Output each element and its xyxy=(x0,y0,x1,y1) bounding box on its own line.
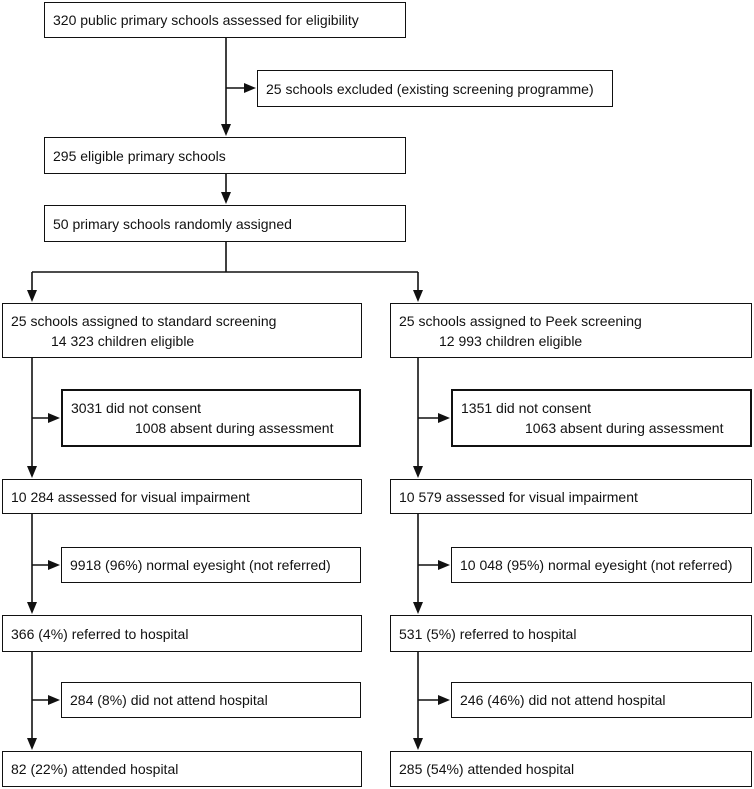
randomised-schools-box: 50 primary schools randomly assigned xyxy=(44,205,406,242)
standard-arm-attended-box: 82 (22%) attended hospital xyxy=(2,751,362,787)
peek-arm-assessed-box: 10 579 assessed for visual impairment xyxy=(390,479,752,514)
peek-arm-assessed-text: 10 579 assessed for visual impairment xyxy=(399,488,638,505)
standard-arm-exclusion-line1: 3031 did not consent xyxy=(71,400,201,416)
schools-excluded-text: 25 schools excluded (existing screening … xyxy=(266,80,594,97)
schools-excluded-box: 25 schools excluded (existing screening … xyxy=(257,70,613,107)
standard-arm-referred-text: 366 (4%) referred to hospital xyxy=(11,625,189,642)
peek-arm-assigned-box: 25 schools assigned to Peek screening 12… xyxy=(390,303,752,358)
standard-arm-assessed-box: 10 284 assessed for visual impairment xyxy=(2,479,362,514)
standard-arm-exclusion-line2: 1008 absent during assessment xyxy=(135,420,334,436)
peek-arm-normal-box: 10 048 (95%) normal eyesight (not referr… xyxy=(451,547,752,583)
standard-arm-assessed-text: 10 284 assessed for visual impairment xyxy=(11,488,250,505)
standard-arm-exclusion-box: 3031 did not consent 1008 absent during … xyxy=(61,389,361,447)
peek-arm-assigned-line2: 12 993 children eligible xyxy=(439,332,583,349)
peek-arm-not-attended-text: 246 (46%) did not attend hospital xyxy=(460,692,666,708)
standard-arm-normal-box: 9918 (96%) normal eyesight (not referred… xyxy=(61,547,361,583)
standard-arm-not-attended-text: 284 (8%) did not attend hospital xyxy=(70,692,268,708)
peek-arm-exclusion-box: 1351 did not consent 1063 absent during … xyxy=(451,389,752,447)
randomised-schools-text: 50 primary schools randomly assigned xyxy=(53,215,292,232)
eligible-schools-text: 295 eligible primary schools xyxy=(53,147,226,164)
peek-arm-exclusion-line1: 1351 did not consent xyxy=(461,400,591,416)
schools-assessed-box: 320 public primary schools assessed for … xyxy=(44,2,406,38)
peek-arm-attended-text: 285 (54%) attended hospital xyxy=(399,761,575,777)
peek-arm-referred-box: 531 (5%) referred to hospital xyxy=(390,615,752,652)
peek-arm-assigned-line1: 25 schools assigned to Peek screening xyxy=(399,312,642,329)
eligible-schools-box: 295 eligible primary schools xyxy=(44,137,406,174)
schools-assessed-text: 320 public primary schools assessed for … xyxy=(53,12,359,28)
standard-arm-assigned-line2: 14 323 children eligible xyxy=(51,332,195,349)
peek-arm-referred-text: 531 (5%) referred to hospital xyxy=(399,625,577,642)
standard-arm-attended-text: 82 (22%) attended hospital xyxy=(11,761,179,777)
standard-arm-not-attended-box: 284 (8%) did not attend hospital xyxy=(61,682,361,718)
peek-arm-normal-text: 10 048 (95%) normal eyesight (not referr… xyxy=(460,557,733,573)
standard-arm-assigned-line1: 25 schools assigned to standard screenin… xyxy=(11,312,277,329)
peek-arm-exclusion-line2: 1063 absent during assessment xyxy=(525,420,724,436)
peek-arm-attended-box: 285 (54%) attended hospital xyxy=(390,751,752,787)
standard-arm-normal-text: 9918 (96%) normal eyesight (not referred… xyxy=(70,557,331,573)
standard-arm-referred-box: 366 (4%) referred to hospital xyxy=(2,615,362,652)
peek-arm-not-attended-box: 246 (46%) did not attend hospital xyxy=(451,682,752,718)
standard-arm-assigned-box: 25 schools assigned to standard screenin… xyxy=(2,303,362,358)
